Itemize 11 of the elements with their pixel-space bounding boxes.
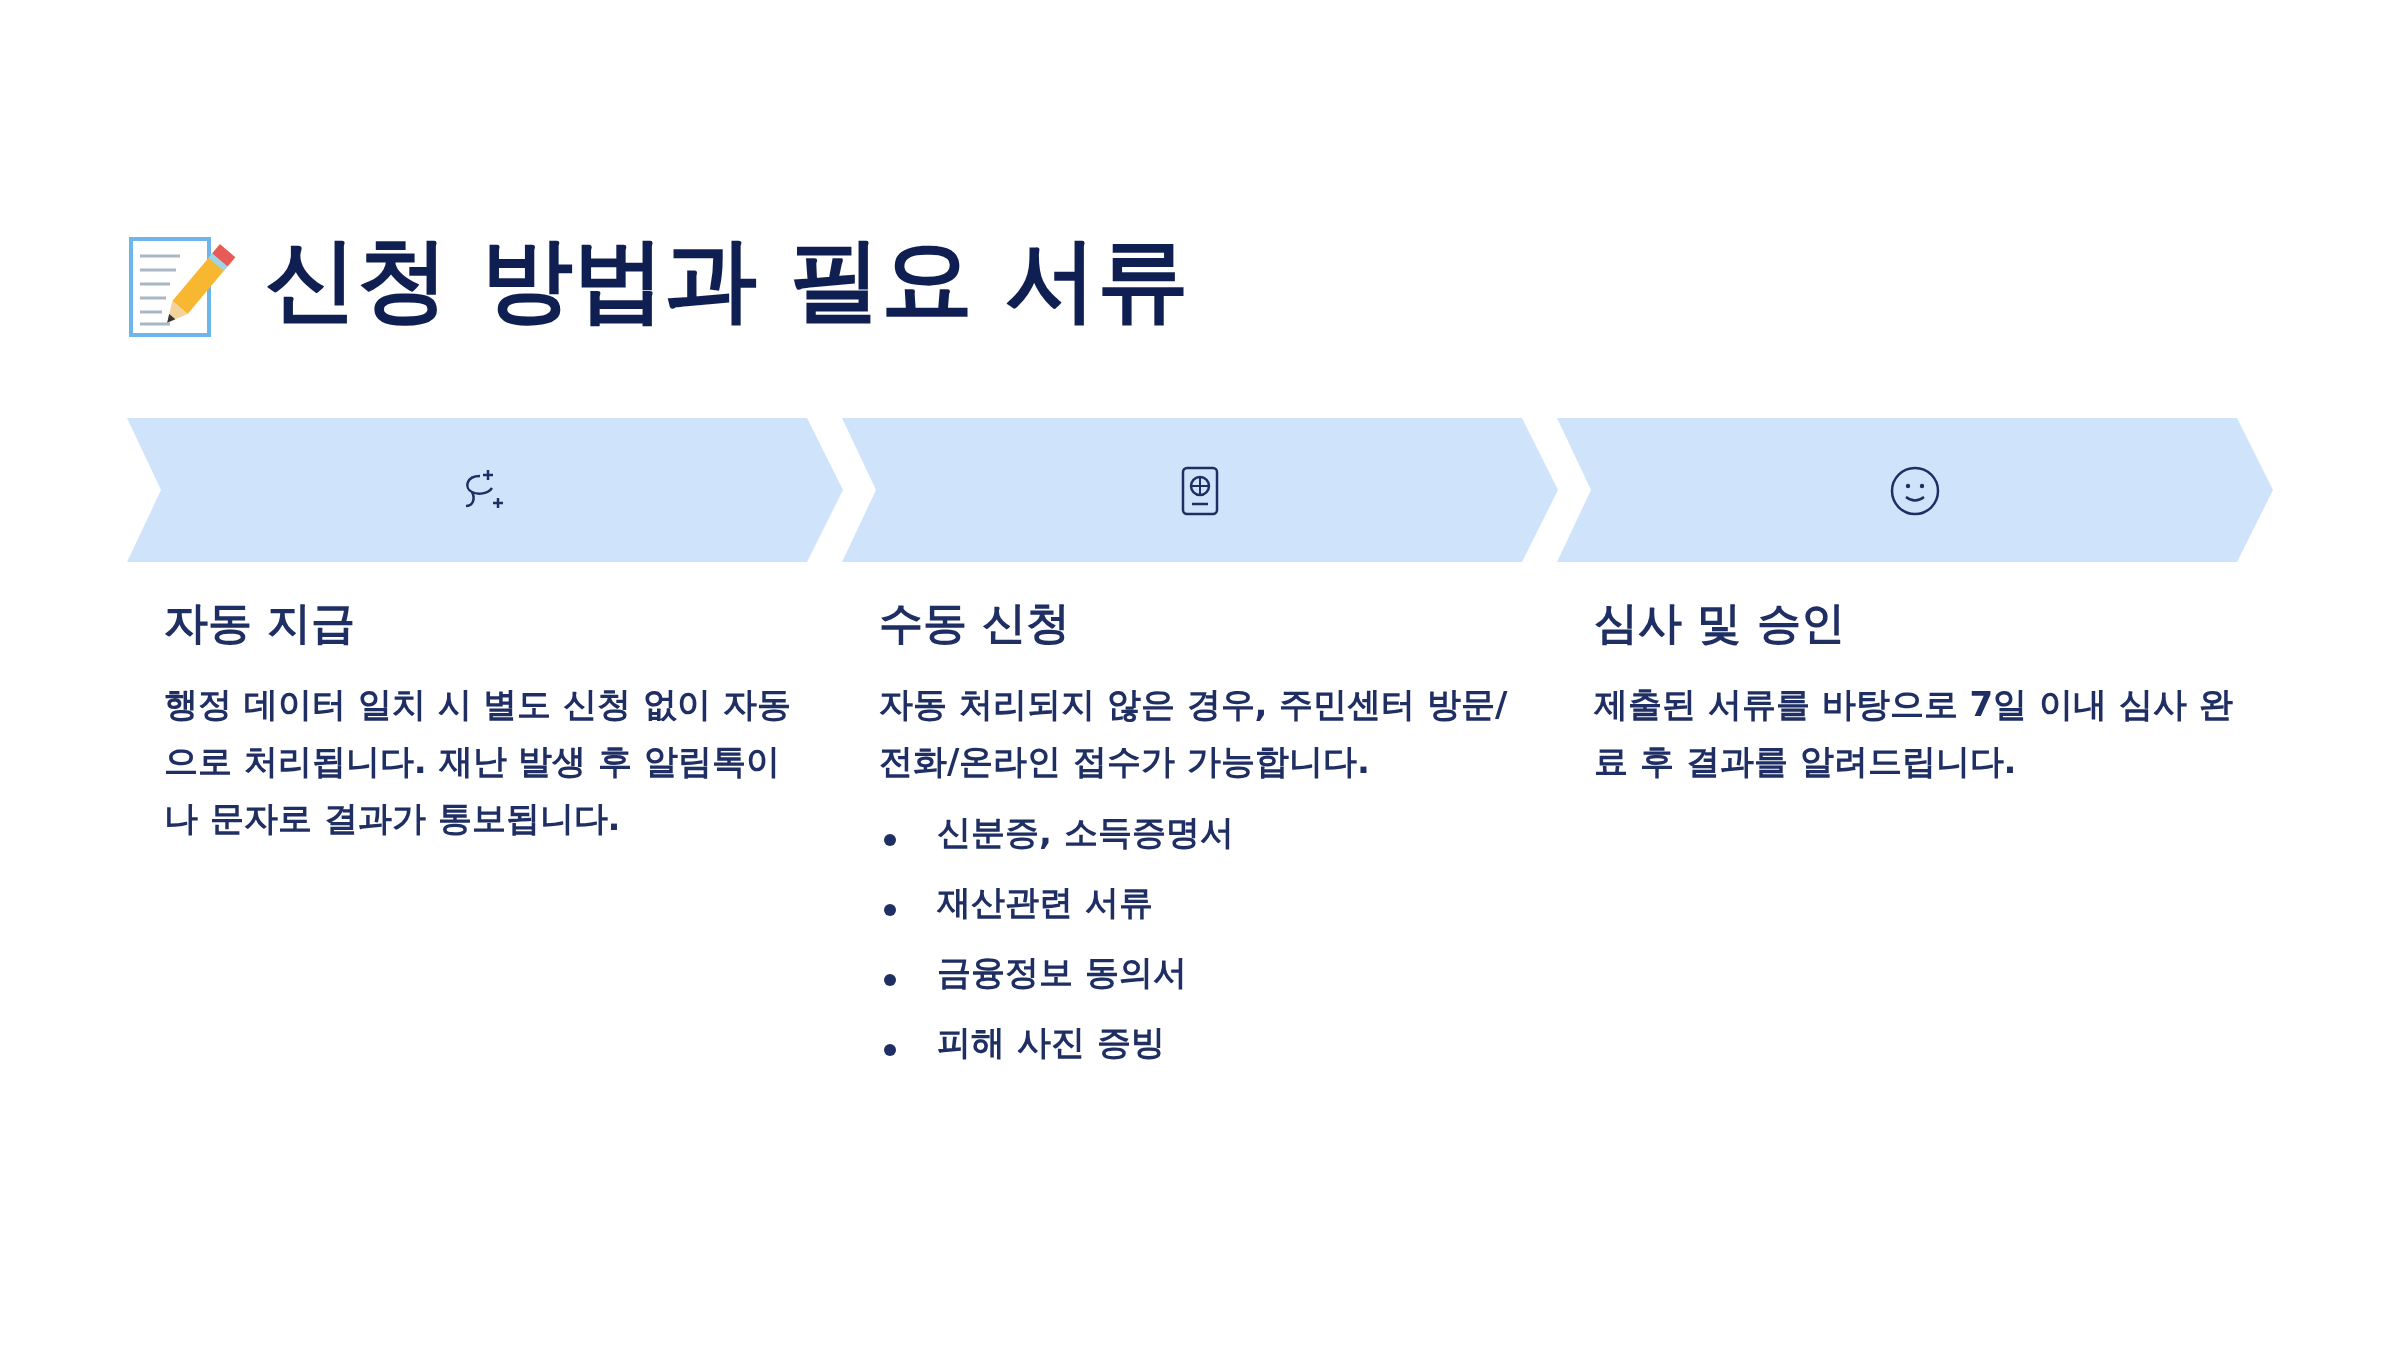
document-item: 피해 사진 증빙: [937, 1021, 1165, 1064]
step-description: 자동 처리되지 않은 경우, 주민센터 방문/전화/온라인 접수가 가능합니다.: [879, 683, 1509, 783]
step-heading: 수동 신청: [879, 596, 1071, 650]
slide-title: 신청 방법과 필요 서류: [265, 225, 1190, 335]
step-heading: 자동 지급: [164, 596, 356, 650]
step-description: 제출된 서류를 바탕으로 7일 이내 심사 완료 후 결과를 알려드립니다.: [1594, 683, 2234, 783]
document-item: 신분증, 소득증명서: [937, 811, 1234, 854]
document-item: 재산관련 서류: [937, 881, 1153, 924]
step-description: 행정 데이터 일치 시 별도 신청 없이 자동으로 처리됩니다. 재난 발생 후 알림톡이나 문자로 결과가 통보됩니다.: [164, 683, 792, 840]
document-item: 금융정보 동의서: [937, 951, 1187, 994]
step-heading: 심사 및 승인: [1594, 596, 1845, 650]
